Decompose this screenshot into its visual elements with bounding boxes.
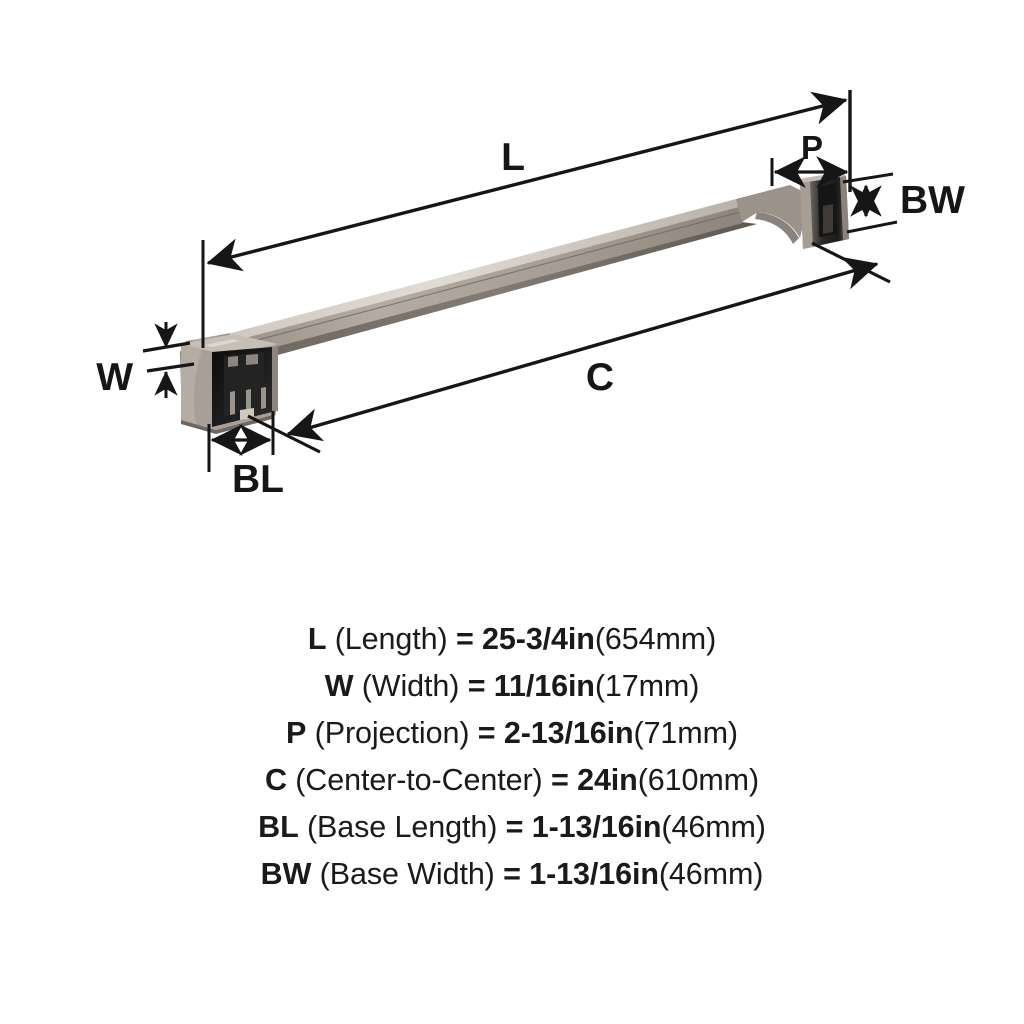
spec-name: (Base Length) — [306, 810, 498, 844]
center-to-center-label: C — [586, 356, 614, 399]
left-bracket-top-slot — [205, 339, 240, 347]
left-bracket-sweep — [181, 340, 205, 424]
dimension-length: L — [201, 90, 852, 348]
spec-name: (Center-to-Center) — [295, 763, 543, 797]
spec-equals: = — [505, 810, 524, 844]
spec-equals: = — [455, 622, 474, 656]
spec-name: (Length) — [334, 622, 448, 656]
spec-imperial-value: 11/16in — [493, 669, 595, 703]
spec-row-base-length: BL (Base Length) = 1-13/16in(46mm) — [0, 804, 1024, 851]
spec-name: (Projection) — [314, 716, 470, 750]
spec-row-base-width: BW (Base Width) = 1-13/16in(46mm) — [0, 851, 1024, 898]
spec-equals: = — [467, 669, 486, 703]
length-label: L — [501, 136, 525, 179]
spec-imperial-value: 1-13/16in — [531, 810, 662, 844]
dimension-projection: P — [770, 129, 849, 188]
spec-imperial-value: 24in — [577, 763, 638, 797]
spec-imperial-value: 25-3/4in — [482, 622, 595, 656]
base-width-extension-bottom — [846, 220, 898, 234]
specification-list: L (Length) = 25-3/4in(654mm) W (Width) =… — [0, 616, 1024, 898]
left-bracket-top-cap — [181, 334, 278, 355]
left-bracket-bottom — [181, 414, 276, 434]
spec-key: W — [324, 669, 354, 703]
bar-bottom-face — [237, 222, 757, 362]
product-dimension-diagram: L P BW C W — [96, 90, 965, 501]
spec-key: BW — [260, 857, 312, 891]
dimension-center-to-center: C — [247, 241, 891, 454]
length-arrow — [206, 91, 848, 272]
left-bracket-post-b — [246, 389, 251, 412]
spec-row-center-to-center: C (Center-to-Center) = 24in(610mm) — [0, 757, 1024, 804]
base-width-extension-top — [842, 172, 894, 184]
spec-imperial-value: 2-13/16in — [503, 716, 634, 750]
spec-metric-value: (71mm) — [633, 716, 739, 750]
towel-bar-illustration — [180, 172, 849, 434]
left-bracket-post-c — [261, 387, 266, 409]
center-extension-left — [247, 414, 321, 454]
dimension-width: W — [96, 322, 195, 399]
base-length-label: BL — [232, 458, 284, 501]
spec-name: (Base Width) — [319, 857, 495, 891]
spec-key: C — [264, 763, 287, 797]
width-label: W — [96, 356, 133, 399]
projection-label: P — [801, 129, 823, 166]
spec-equals: = — [550, 763, 569, 797]
spec-row-width: W (Width) = 11/16in(17mm) — [0, 663, 1024, 710]
spec-key: P — [286, 716, 307, 750]
dimension-base-length: BL — [207, 411, 284, 501]
left-bracket-right-edge — [272, 346, 278, 412]
spec-metric-value: (46mm) — [661, 810, 766, 844]
left-bracket-rib-top-a — [228, 356, 238, 367]
left-bracket-rib-top-b — [246, 354, 258, 365]
spec-row-projection: P (Projection) = 2-13/16in(71mm) — [0, 710, 1024, 757]
base-width-label: BW — [900, 179, 965, 222]
left-bracket-post-a — [230, 391, 235, 415]
spec-metric-value: (17mm) — [594, 669, 700, 703]
center-extension-right — [811, 241, 891, 284]
spec-metric-value: (610mm) — [637, 763, 760, 797]
spec-row-length: L (Length) = 25-3/4in(654mm) — [0, 616, 1024, 663]
spec-key: BL — [258, 810, 299, 844]
spec-metric-value: (654mm) — [594, 622, 717, 656]
spec-key: L — [307, 622, 327, 656]
spec-equals: = — [503, 857, 521, 891]
spec-imperial-value: 1-13/16in — [529, 857, 659, 891]
center-arrow — [286, 256, 879, 442]
spec-equals: = — [477, 716, 496, 750]
bar-front-face — [233, 206, 743, 357]
bar-top-edge — [231, 199, 739, 341]
bar-right-flare — [736, 185, 806, 238]
spec-metric-value: (46mm) — [658, 857, 764, 891]
spec-name: (Width) — [361, 669, 460, 703]
dimension-base-width: BW — [842, 172, 965, 234]
width-extension-bottom — [146, 362, 195, 373]
right-bracket-inner-rib — [823, 204, 833, 234]
